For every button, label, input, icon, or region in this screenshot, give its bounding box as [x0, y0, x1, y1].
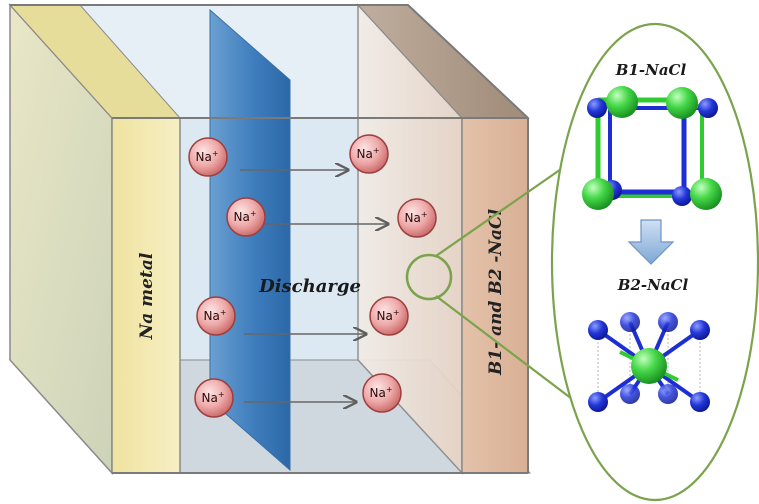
- svg-text:Na+: Na+: [404, 210, 427, 225]
- na-atom: [620, 384, 640, 404]
- na-atom: [620, 312, 640, 332]
- svg-text:Na+: Na+: [201, 390, 224, 405]
- na-atom: [690, 392, 710, 412]
- svg-text:Na+: Na+: [376, 308, 399, 323]
- na-atom: [690, 320, 710, 340]
- b2-crystal-structure: [588, 312, 710, 412]
- zoom-callout: [405, 22, 759, 502]
- na-ion: Na+: [194, 378, 234, 418]
- cathode-front-face: [461, 117, 529, 474]
- zoom-ellipse: [550, 22, 759, 502]
- svg-text:Na+: Na+: [369, 385, 392, 400]
- na-ion: Na+: [369, 296, 409, 336]
- zoom-line-bottom: [435, 295, 581, 406]
- frame-top: [10, 4, 529, 119]
- phase-label-bottom: B2-NaCl: [617, 276, 689, 294]
- ion-migration: Na+ Na+ Na+ Na+ Na+ Na+ Na+ Na+: [188, 134, 437, 418]
- phase-label-top: B1-NaCl: [615, 61, 687, 79]
- na-ion: Na+: [196, 296, 236, 336]
- separator-membrane: [209, 8, 291, 472]
- zoom-circle: [405, 253, 453, 301]
- cl-atom: [666, 87, 698, 119]
- process-label: Discharge: [258, 276, 361, 297]
- cathode-label: B1- and B2 -NaCl: [486, 208, 506, 376]
- cl-atom: [582, 178, 614, 210]
- cl-atom: [631, 348, 667, 384]
- down-arrow-icon: [627, 219, 675, 265]
- na-ion: Na+: [349, 134, 389, 174]
- na-atom: [588, 320, 608, 340]
- na-ion: Na+: [226, 197, 266, 237]
- b1-crystal-structure: [582, 86, 722, 210]
- cl-atom: [690, 178, 722, 210]
- svg-text:Na+: Na+: [203, 308, 226, 323]
- na-atom: [587, 98, 607, 118]
- na-atom: [672, 186, 692, 206]
- svg-text:Na+: Na+: [233, 209, 256, 224]
- svg-text:Na+: Na+: [356, 146, 379, 161]
- svg-text:Na+: Na+: [195, 149, 218, 164]
- cl-atom: [606, 86, 638, 118]
- na-atom: [698, 98, 718, 118]
- na-atom: [588, 392, 608, 412]
- na-ion: Na+: [188, 137, 228, 177]
- na-atom: [658, 312, 678, 332]
- na-ion: Na+: [397, 198, 437, 238]
- na-ion: Na+: [362, 373, 402, 413]
- na-atom: [658, 384, 678, 404]
- anode-label: Na metal: [137, 252, 157, 340]
